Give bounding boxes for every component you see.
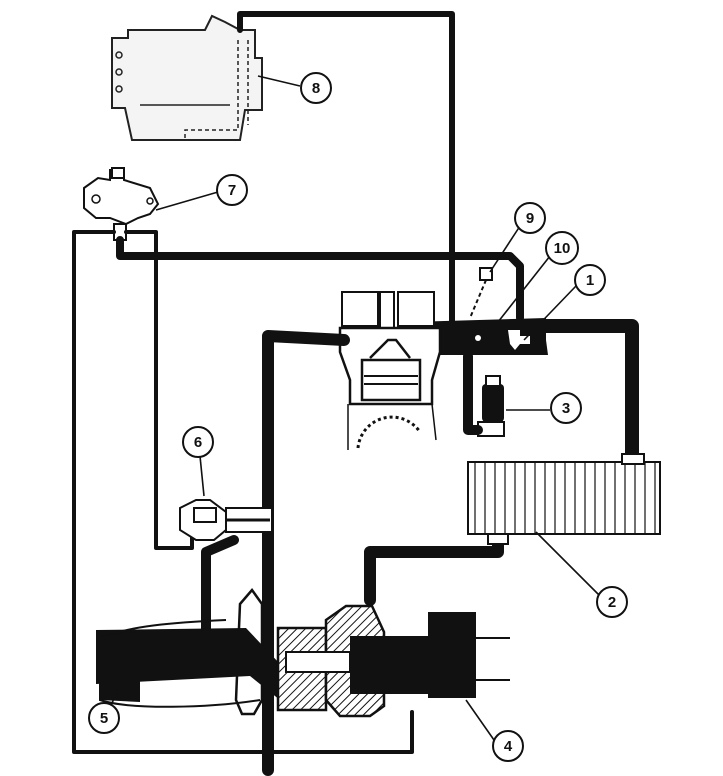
svg-text:3: 3 xyxy=(562,400,570,417)
callout-4: 4 xyxy=(492,730,524,762)
turbocharger xyxy=(96,587,432,718)
svg-text:1: 1 xyxy=(586,272,594,289)
wastegate-actuator xyxy=(179,499,273,645)
wastegate-vent-hose xyxy=(72,230,414,754)
exhaust-pipe xyxy=(262,330,350,776)
callout-7: 7 xyxy=(216,174,248,206)
intercooler xyxy=(467,453,661,545)
callout-6: 6 xyxy=(182,426,214,458)
svg-text:2: 2 xyxy=(608,594,616,611)
svg-text:9: 9 xyxy=(526,210,534,227)
svg-text:5: 5 xyxy=(100,710,108,727)
callout-5: 5 xyxy=(88,702,120,734)
ecu-signal-wire xyxy=(237,11,455,325)
bypass-valve xyxy=(463,351,505,437)
svg-text:10: 10 xyxy=(554,240,571,257)
svg-text:7: 7 xyxy=(228,182,236,199)
leader-lines xyxy=(105,75,601,741)
boost-sensor xyxy=(469,267,493,319)
air-filter-housing xyxy=(428,612,510,698)
callout-9: 9 xyxy=(514,202,546,234)
boost-control-solenoid xyxy=(83,167,160,241)
svg-text:4: 4 xyxy=(504,738,513,755)
control-hose-actuator xyxy=(124,230,194,550)
callout-8: 8 xyxy=(300,72,332,104)
callout-2: 2 xyxy=(596,586,628,618)
exhaust-outlet xyxy=(100,632,140,702)
engine-cylinder xyxy=(338,291,442,450)
callout-3: 3 xyxy=(550,392,582,424)
svg-text:8: 8 xyxy=(312,80,320,97)
svg-text:6: 6 xyxy=(194,434,202,451)
engine-control-unit xyxy=(111,14,263,141)
control-hose-upper xyxy=(116,236,524,322)
callout-1: 1 xyxy=(574,264,606,296)
callout-10: 10 xyxy=(545,231,579,265)
compressor-outlet xyxy=(364,534,504,606)
